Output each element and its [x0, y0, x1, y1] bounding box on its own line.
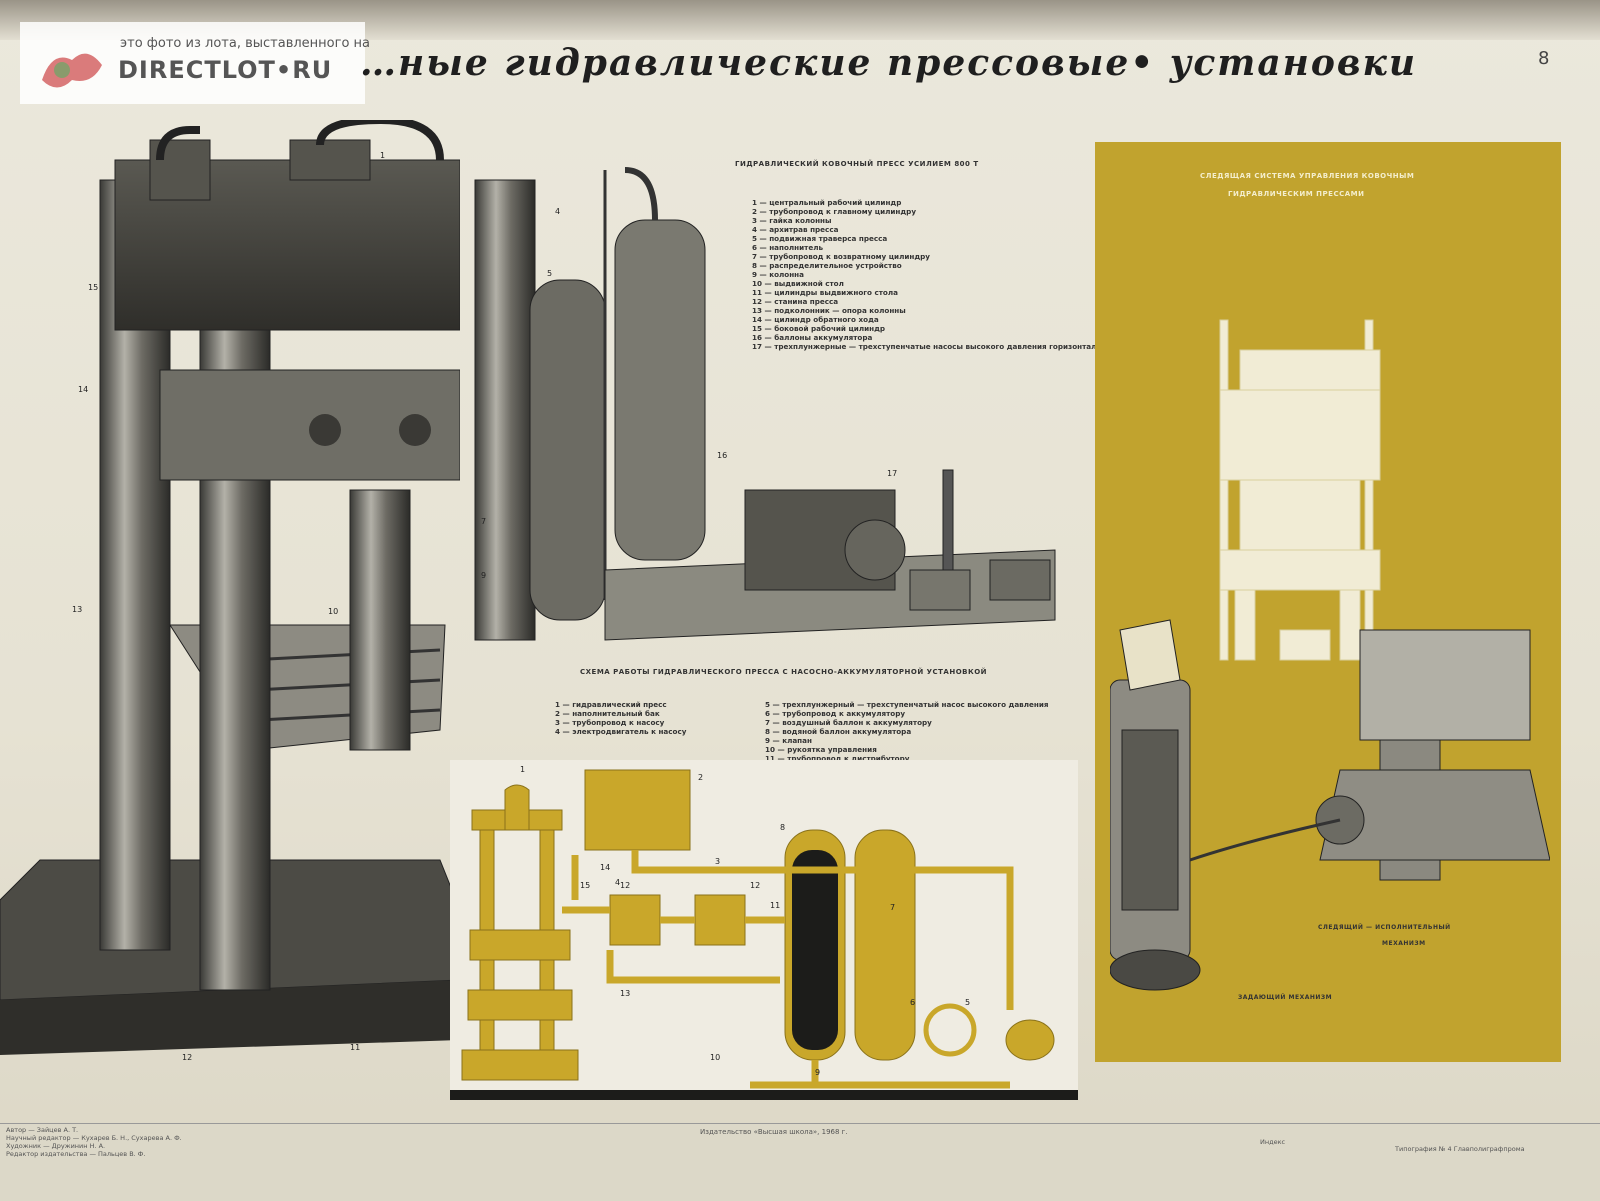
legend-item: 6 — трубопровод к аккумулятору [765, 709, 906, 718]
footer-index: Индекс [1260, 1138, 1286, 1146]
legend-item: 15 — боковой рабочий цилиндр [752, 324, 886, 333]
schema-label: 7 [890, 903, 895, 912]
callout-15: 15 [88, 283, 98, 292]
legend-item: 1 — гидравлический пресс [555, 700, 667, 709]
watermark-brand: DIRECTLOT•RU [118, 56, 333, 84]
label-slave-1: СЛЕДЯЩИЙ — ИСПОЛНИТЕЛЬНЫЙ [1318, 924, 1451, 931]
hydraulic-press-illustration: 15 14 13 12 10 11 1 [0, 120, 460, 1060]
schema-label: 4 [615, 878, 620, 887]
callout-5: 5 [547, 269, 552, 278]
legend-item: 14 — цилиндр обратного хода [752, 315, 879, 324]
legend-item: 8 — водяной баллон аккумулятора [765, 727, 912, 736]
schema-label: 2 [698, 773, 703, 782]
callout-4: 4 [555, 207, 560, 216]
schema-label: 14 [600, 863, 610, 872]
schema-caption: СХЕМА РАБОТЫ ГИДРАВЛИЧЕСКОГО ПРЕССА С НА… [580, 668, 988, 676]
footer [0, 1123, 1600, 1201]
schema-label: 8 [780, 823, 785, 832]
legend-item: 7 — воздушный баллон к аккумулятору [765, 718, 932, 727]
watermark-caption: это фото из лота, выставленного на [120, 36, 370, 51]
legend-item: 4 — архитрав пресса [752, 225, 839, 234]
legend-item: 9 — колонна [752, 270, 804, 279]
schema-label: 15 [580, 881, 590, 890]
label-master: ЗАДАЮЩИЙ МЕХАНИЗМ [1238, 994, 1333, 1001]
schema-label: 13 [620, 989, 630, 998]
footer-credits: Автор — Зайцев А. Т.Научный редактор — К… [6, 1126, 182, 1158]
footer-printer: Типография № 4 Главполиграфпрома [1395, 1145, 1525, 1153]
legend-item: 10 — выдвижной стол [752, 279, 844, 288]
footer-credit-line: Редактор издательства — Пальцев В. Ф. [6, 1150, 146, 1158]
legend-item: 13 — подколонник — опора колонны [752, 306, 906, 315]
legend-item: 5 — подвижная траверса пресса [752, 234, 888, 243]
schema-label: 11 [770, 901, 780, 910]
control-system-illustration [1110, 319, 1550, 991]
legend-item: 11 — трубопровод к дистрибутору [765, 754, 910, 763]
legend-item: 2 — наполнительный бак [555, 709, 660, 718]
legend-item: 6 — наполнитель [752, 243, 824, 252]
page-number: 8 [1538, 48, 1550, 69]
callout-10: 10 [328, 607, 338, 616]
schema-label: 1 [520, 765, 525, 774]
poster-title: …ные гидравлические прессовые• установки [360, 42, 1418, 84]
legend-item: 7 — трубопровод к возвратному цилиндру [752, 252, 930, 261]
schema-label: 3 [715, 857, 720, 866]
control-caption-2: ГИДРАВЛИЧЕСКИМ ПРЕССАМИ [1228, 190, 1365, 198]
schema-label: 5 [965, 998, 970, 1007]
callout-17: 17 [887, 469, 897, 478]
schema-label: 6 [910, 998, 915, 1007]
legend-item: 3 — трубопровод к насосу [555, 718, 665, 727]
callout-1: 1 [380, 151, 385, 160]
footer-credit-line: Автор — Зайцев А. Т. [6, 1126, 79, 1134]
directlot-logo-icon [42, 53, 102, 88]
schema-label: 9 [815, 1068, 820, 1077]
forging-press-caption: ГИДРАВЛИЧЕСКИЙ КОВОЧНЫЙ ПРЕСС УСИЛИЕМ 80… [735, 160, 979, 168]
label-slave-2: МЕХАНИЗМ [1382, 940, 1426, 947]
legend-item: 9 — клапан [765, 736, 812, 745]
accumulator-pump-illustration: 16 17 5 4 7 9 [474, 167, 1056, 641]
legend-item: 2 — трубопровод к главному цилиндру [752, 207, 917, 216]
schema-label: 10 [710, 1053, 720, 1062]
legend-item: 1 — центральный рабочий цилиндр [752, 198, 902, 207]
callout-12: 12 [182, 1053, 192, 1060]
legend-item: 10 — рукоятка управления [765, 745, 877, 754]
callout-16: 16 [717, 451, 727, 460]
legend-item: 3 — гайка колонны [752, 216, 832, 225]
callout-11: 11 [350, 1043, 360, 1052]
callout-13: 13 [72, 605, 82, 614]
callout-7: 7 [481, 517, 486, 526]
control-caption-1: СЛЕДЯЩАЯ СИСТЕМА УПРАВЛЕНИЯ КОВОЧНЫМ [1200, 172, 1415, 180]
footer-credit-line: Научный редактор — Кухарев Б. Н., Сухаре… [6, 1134, 182, 1142]
legend-item: 5 — трехплунжерный — трехступенчатый нас… [765, 700, 1049, 709]
legend-item: 11 — цилиндры выдвижного стола [752, 288, 898, 297]
schema-label: 12 [620, 881, 630, 890]
footer-credit-line: Художник — Дружинин Н. А. [6, 1142, 106, 1150]
legend-item: 17 — трехплунжерные — трехступенчатые на… [752, 342, 1142, 351]
callout-14: 14 [78, 385, 88, 394]
legend-item: 16 — баллоны аккумулятора [752, 333, 873, 342]
callout-9: 9 [481, 571, 486, 580]
footer-publisher: Издательство «Высшая школа», 1968 г. [700, 1128, 848, 1136]
legend-item: 8 — распределительное устройство [752, 261, 902, 270]
legend-item: 4 — электродвигатель к насосу [555, 727, 687, 736]
schema-label: 12 [750, 881, 760, 890]
legend-item: 12 — станина пресса [752, 297, 839, 306]
